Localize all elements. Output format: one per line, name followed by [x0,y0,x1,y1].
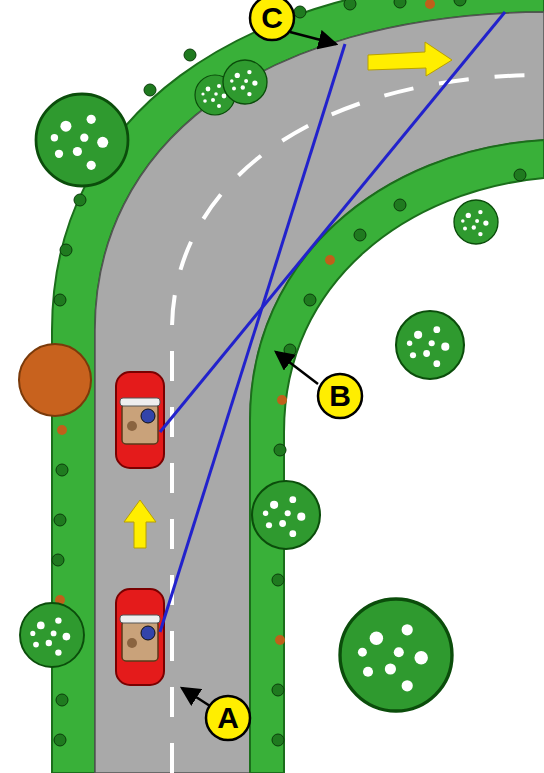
callout-letter: B [320,376,360,416]
callout-letter: C [252,0,292,38]
callout-letter: A [208,698,248,738]
